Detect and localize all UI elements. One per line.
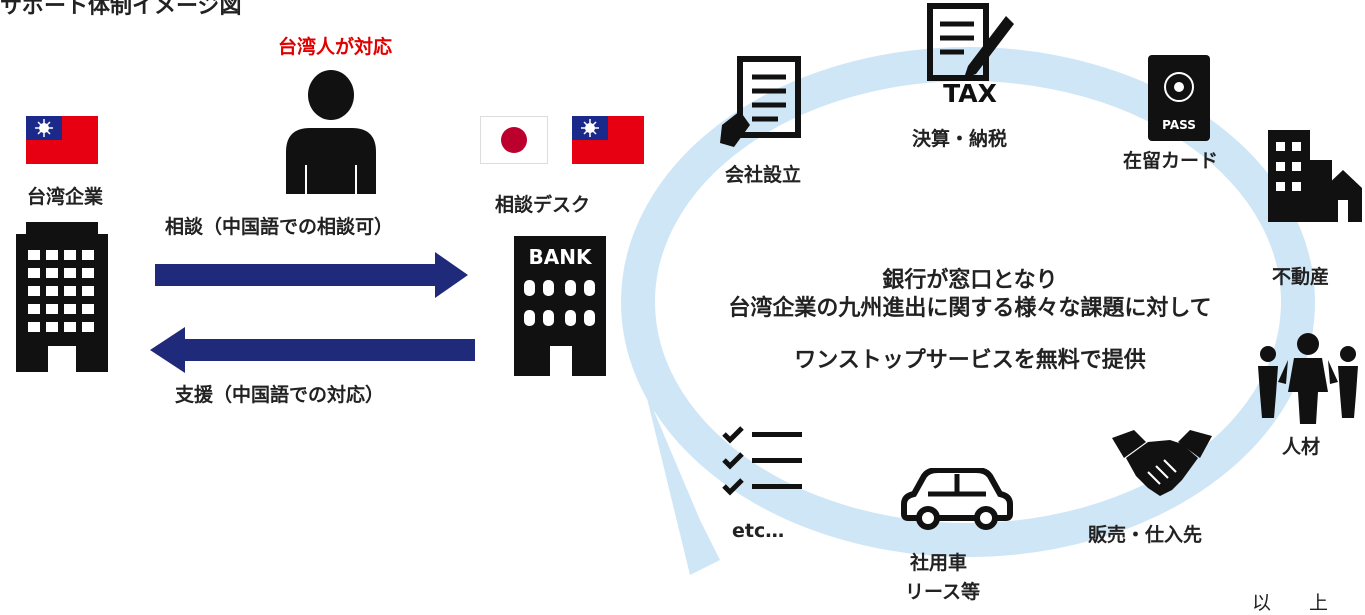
service-car-line2: リース等: [905, 581, 981, 603]
service-residence: 在留カード: [1123, 150, 1219, 172]
service-hr: 人材: [1282, 436, 1321, 458]
page-title: サポート体制イメージ図: [0, 0, 242, 19]
taiwan-flag-icon: [572, 116, 644, 164]
support-arrow: [150, 327, 475, 373]
taiwan-flag-icon: [26, 116, 98, 164]
company-label: 台湾企業: [26, 186, 103, 208]
people-group-icon: [1258, 333, 1358, 424]
person-icon: [286, 70, 376, 194]
service-tax: 決算・納税: [912, 128, 1008, 150]
bank-sign: BANK: [529, 245, 593, 269]
support-label: 支援（中国語での対応）: [175, 384, 385, 406]
service-setup: 会社設立: [725, 164, 802, 186]
footer-note: 以 上: [1252, 592, 1329, 614]
passport-icon: PASS: [1148, 55, 1210, 141]
checklist-icon: [722, 426, 802, 496]
car-icon: [901, 468, 1013, 530]
center-text-line1: 銀行が窓口となり: [882, 268, 1058, 293]
center-text-line2: 台湾企業の九州進出に関する様々な課題に対して: [728, 296, 1212, 321]
real-estate-buildings-icon: [1268, 130, 1362, 222]
service-car-line1: 社用車: [910, 552, 968, 574]
document-hand-icon: [720, 56, 801, 147]
japan-flag-icon: [480, 116, 548, 164]
center-text-line3: ワンストップサービスを無料で提供: [794, 348, 1146, 373]
pass-icon-text: PASS: [1162, 118, 1196, 132]
tax-form-icon: TAX: [927, 3, 1014, 108]
consult-arrow: [155, 252, 468, 298]
consult-label: 相談（中国語での相談可）: [165, 216, 394, 238]
bank-icon: BANK: [514, 236, 606, 376]
service-etc: etc…: [732, 520, 785, 542]
handshake-icon: [1112, 430, 1212, 496]
service-sales: 販売・仕入先: [1088, 524, 1203, 546]
staff-note: 台湾人が対応: [277, 36, 392, 58]
desk-label: 相談デスク: [495, 194, 591, 216]
service-realestate: 不動産: [1272, 266, 1330, 288]
tax-icon-text: TAX: [943, 79, 997, 108]
office-building-icon: [16, 222, 108, 372]
